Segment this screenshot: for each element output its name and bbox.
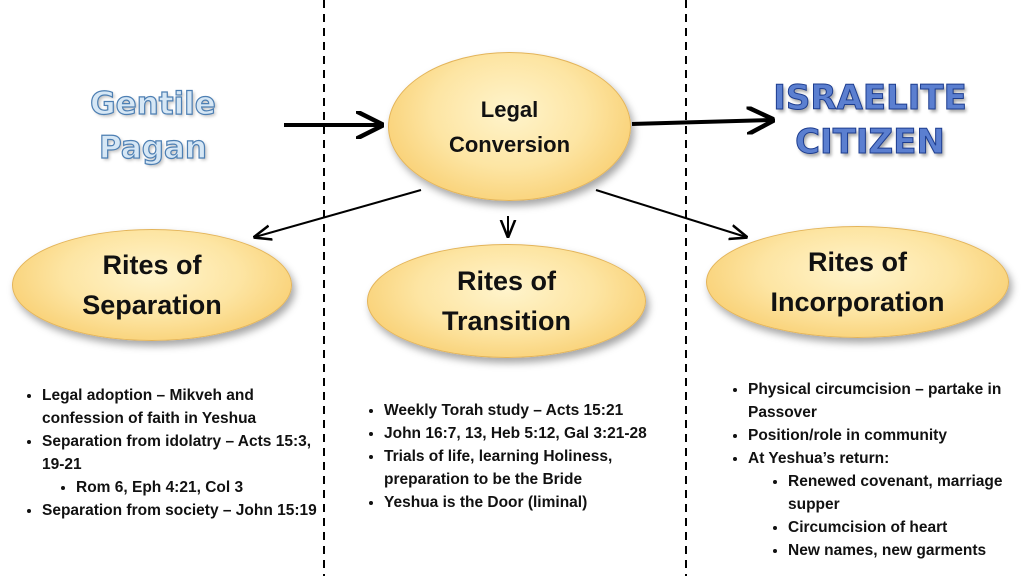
list-item: Trials of life, learning Holiness, prepa… [384, 445, 684, 491]
sub-list: Rom 6, Eph 4:21, Col 3 [42, 476, 326, 499]
list-item: Position/role in community [748, 424, 1024, 447]
transition-list: Weekly Torah study – Acts 15:21 John 16:… [364, 399, 684, 514]
rites-of-separation-label: Rites of Separation [82, 250, 222, 320]
separation-list: Legal adoption – Mikveh and confession o… [22, 384, 326, 522]
rites-of-incorporation-label: Rites of Incorporation [770, 247, 945, 317]
list-item-text: Separation from idolatry – Acts 15:3, 19… [42, 433, 312, 473]
list-item: Physical circumcision – partake in Passo… [748, 378, 1024, 424]
arrow-to-incorporation [595, 189, 746, 237]
rites-of-incorporation-oval: Rites of Incorporation [706, 226, 1009, 338]
rites-of-transition-label: Rites of Transition [441, 266, 571, 336]
list-item: Weekly Torah study – Acts 15:21 [384, 399, 684, 422]
legal-conversion-oval: Legal Conversion [388, 52, 631, 201]
sub-list-item: Renewed covenant, marriage supper [788, 470, 1024, 516]
gentile-pagan-label: Gentile Pagan [90, 85, 217, 166]
list-item: Separation from idolatry – Acts 15:3, 19… [42, 430, 326, 499]
israelite-citizen-label: ISRAELITE CITIZEN [773, 78, 968, 163]
arrow-legal-to-israelite [631, 120, 772, 124]
incorporation-list: Physical circumcision – partake in Passo… [728, 378, 1024, 562]
rites-of-transition-oval: Rites of Transition [367, 244, 646, 358]
legal-conversion-label: Legal Conversion [448, 96, 571, 157]
sub-list-item: Rom 6, Eph 4:21, Col 3 [76, 476, 326, 499]
list-item-text: At Yeshua’s return: [748, 450, 890, 467]
arrow-to-separation [255, 189, 422, 237]
list-item: Legal adoption – Mikveh and confession o… [42, 384, 326, 430]
sub-list-item: Circumcision of heart [788, 516, 1024, 539]
rites-of-separation-oval: Rites of Separation [12, 229, 292, 341]
list-item: John 16:7, 13, Heb 5:12, Gal 3:21-28 [384, 422, 684, 445]
sub-list-item: New names, new garments [788, 539, 1024, 562]
list-item: Yeshua is the Door (liminal) [384, 491, 684, 514]
list-item: Separation from society – John 15:19 [42, 499, 326, 522]
sub-list: Renewed covenant, marriage supper Circum… [748, 470, 1024, 562]
list-item: At Yeshua’s return: Renewed covenant, ma… [748, 447, 1024, 562]
